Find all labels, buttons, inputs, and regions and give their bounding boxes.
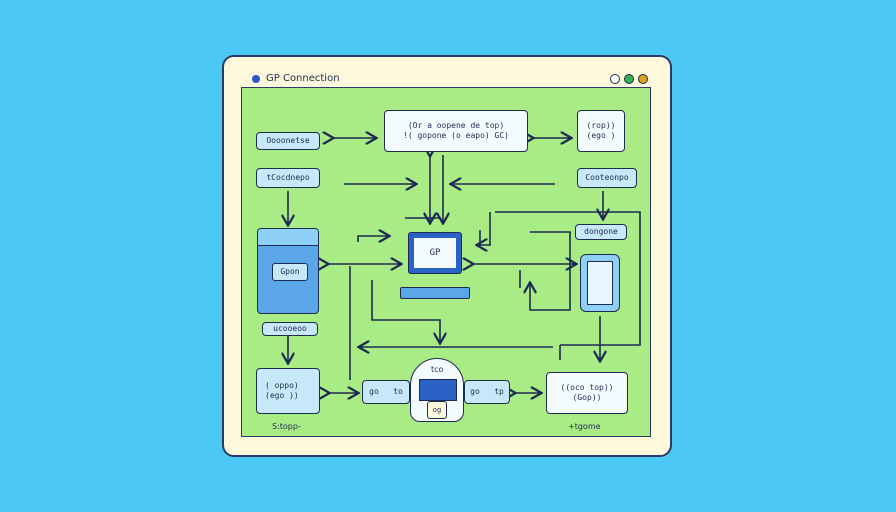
node-text: (ego ))	[265, 391, 299, 400]
hub-core	[419, 379, 457, 401]
window-control-icon[interactable]	[610, 74, 620, 84]
node-text: go to	[369, 387, 403, 396]
maximize-icon[interactable]	[624, 74, 634, 84]
laptop-label: GP	[429, 248, 441, 258]
node-text: Cooteonpo	[585, 173, 629, 182]
app-icon	[252, 75, 260, 83]
laptop-icon[interactable]: GP	[400, 232, 470, 304]
bottom-right-node[interactable]: ((oco top)) (Gop))	[546, 372, 628, 414]
node-text: (Gop))	[572, 393, 602, 402]
close-icon[interactable]	[638, 74, 648, 84]
server-label: Gpon	[280, 267, 300, 276]
top-center-node[interactable]: (Or a oopene de top) !( gopone (o eapo) …	[384, 110, 528, 152]
bottom-left-node[interactable]: ( oppo) (ego ))	[256, 368, 320, 414]
node-text: ((oco top))	[560, 383, 614, 392]
bottom-mid-right-node[interactable]: go tp	[464, 380, 510, 404]
node-text: dongone	[584, 227, 618, 236]
server-top-band	[258, 229, 318, 246]
server-label-plate: Gpon	[272, 263, 308, 281]
hub-top-text: tco	[431, 365, 444, 374]
node-text: tCocdnepo	[266, 173, 310, 182]
hub-icon[interactable]: tco og	[410, 358, 464, 422]
node-text: (Or a oopene de top)	[407, 121, 505, 130]
left-node-3[interactable]: ucooeoo	[262, 322, 318, 336]
phone-icon[interactable]	[580, 254, 620, 312]
right-node-1[interactable]: Cooteonpo	[577, 168, 637, 188]
hub-bottom-text: og	[432, 406, 442, 414]
node-text: Oooonetse	[266, 136, 310, 145]
phone-screen	[587, 261, 613, 305]
laptop-screen: GP	[408, 232, 462, 274]
laptop-display: GP	[414, 238, 456, 268]
right-node-2[interactable]: dongone	[575, 224, 627, 240]
top-right-node[interactable]: (rop)) (ego )	[577, 110, 625, 152]
title-bar: GP Connection	[242, 69, 650, 91]
bottom-right-caption: +tgome	[568, 422, 601, 431]
node-text: (ego )	[586, 131, 616, 140]
node-text: ( oppo)	[265, 381, 299, 390]
bottom-left-caption: S:topp-	[272, 422, 301, 431]
node-text: ucooeoo	[273, 324, 307, 333]
laptop-base	[400, 287, 470, 299]
left-node-2[interactable]: tCocdnepo	[256, 168, 320, 188]
hub-plug: og	[427, 401, 447, 419]
left-node-1[interactable]: Oooonetse	[256, 132, 320, 150]
window-title: GP Connection	[266, 73, 340, 84]
node-text: !( gopone (o eapo) GC)	[403, 131, 509, 140]
bottom-mid-left-node[interactable]: go to	[362, 380, 410, 404]
server-icon[interactable]: Gpon	[257, 228, 319, 314]
node-text: (rop))	[586, 121, 616, 130]
node-text: go tp	[470, 387, 504, 396]
